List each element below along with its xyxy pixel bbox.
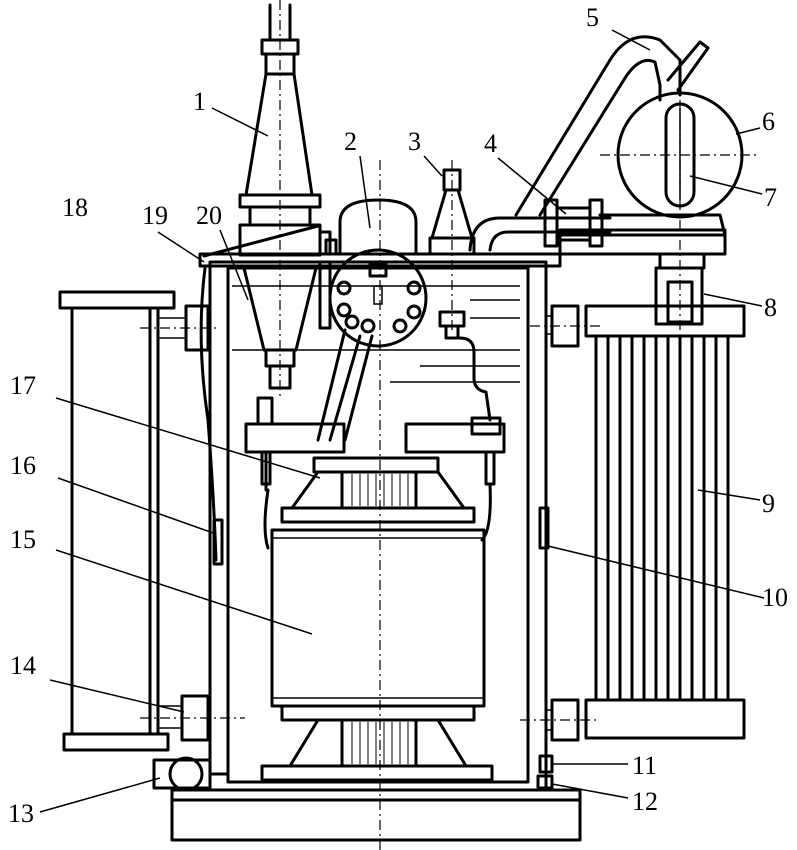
base-skid: [170, 788, 582, 842]
drain-valve: [152, 756, 230, 792]
breather-pipe: [514, 35, 710, 217]
core-hatching: [351, 474, 409, 764]
label-8: 8: [764, 293, 777, 322]
lid-fittings: [202, 224, 338, 330]
label-10: 10: [762, 583, 788, 612]
label-20: 20: [196, 201, 222, 230]
thermometer-pocket: [654, 252, 706, 326]
label-7: 7: [764, 183, 777, 212]
gas-relay: [468, 198, 612, 252]
right-radiator: [520, 304, 746, 742]
lv-bushing: [428, 160, 492, 422]
label-3: 3: [408, 127, 421, 156]
label-1: 1: [193, 87, 206, 116]
label-12: 12: [632, 787, 658, 816]
label-14: 14: [10, 651, 36, 680]
tap-changer: [316, 198, 428, 442]
leader-lines: [39, 29, 765, 813]
left-radiator: [58, 290, 245, 752]
nameplate-left: [212, 518, 224, 566]
label-19: 19: [142, 201, 168, 230]
oil-level: [232, 285, 520, 383]
core-and-windings: [260, 456, 494, 782]
label-6: 6: [762, 107, 775, 136]
label-17: 17: [10, 371, 36, 400]
label-13: 13: [8, 799, 34, 828]
hv-bushing: [238, 0, 322, 400]
label-11: 11: [632, 751, 657, 780]
callout-labels: 1 2 3 4 5 6 7 8 9 10 11 12 13 14 15 16 1…: [8, 3, 788, 828]
label-15: 15: [10, 525, 36, 554]
label-5: 5: [586, 3, 599, 32]
upper-clamps: [244, 396, 506, 550]
label-4: 4: [484, 129, 497, 158]
label-18: 18: [62, 193, 88, 222]
label-2: 2: [344, 127, 357, 156]
nameplate-right: [538, 506, 550, 550]
label-16: 16: [10, 451, 36, 480]
label-9: 9: [762, 489, 775, 518]
